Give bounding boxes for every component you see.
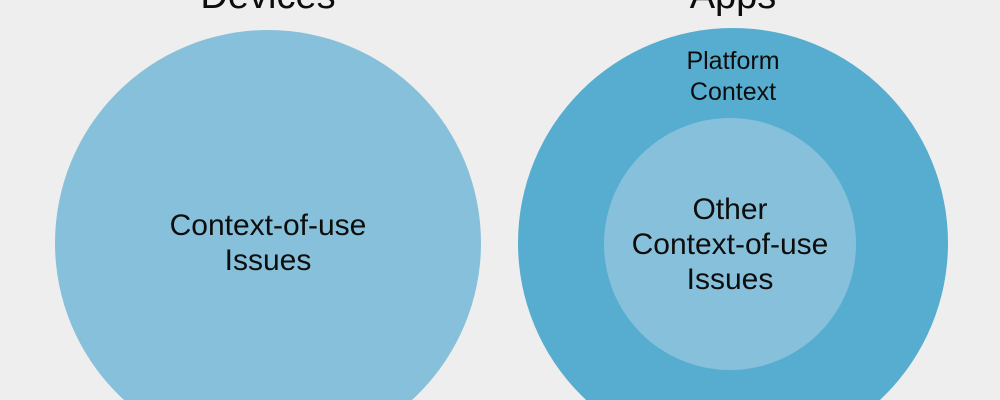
platform-context-label-line-2: Context [689,78,777,106]
platform-context-label-line-1: Platform [686,47,780,75]
platform-context-label: Platform Context [518,46,948,108]
other-context-circle: Other Context-of-use Issues [604,118,856,370]
other-context-label-line-3: Issues [686,262,774,296]
apps-title: Apps [518,0,948,15]
other-context-label-line-2: Context-of-use [631,227,829,261]
devices-circle: Context-of-use Issues [55,30,481,400]
other-context-label-line-1: Other [692,192,768,226]
devices-circle-label-line-1: Context-of-use [169,209,367,242]
devices-circle-label: Context-of-use Issues [170,208,367,278]
devices-title: Devices [55,0,481,15]
other-context-circle-label: Other Context-of-use Issues [632,192,829,297]
devices-circle-label-line-2: Issues [224,244,312,277]
